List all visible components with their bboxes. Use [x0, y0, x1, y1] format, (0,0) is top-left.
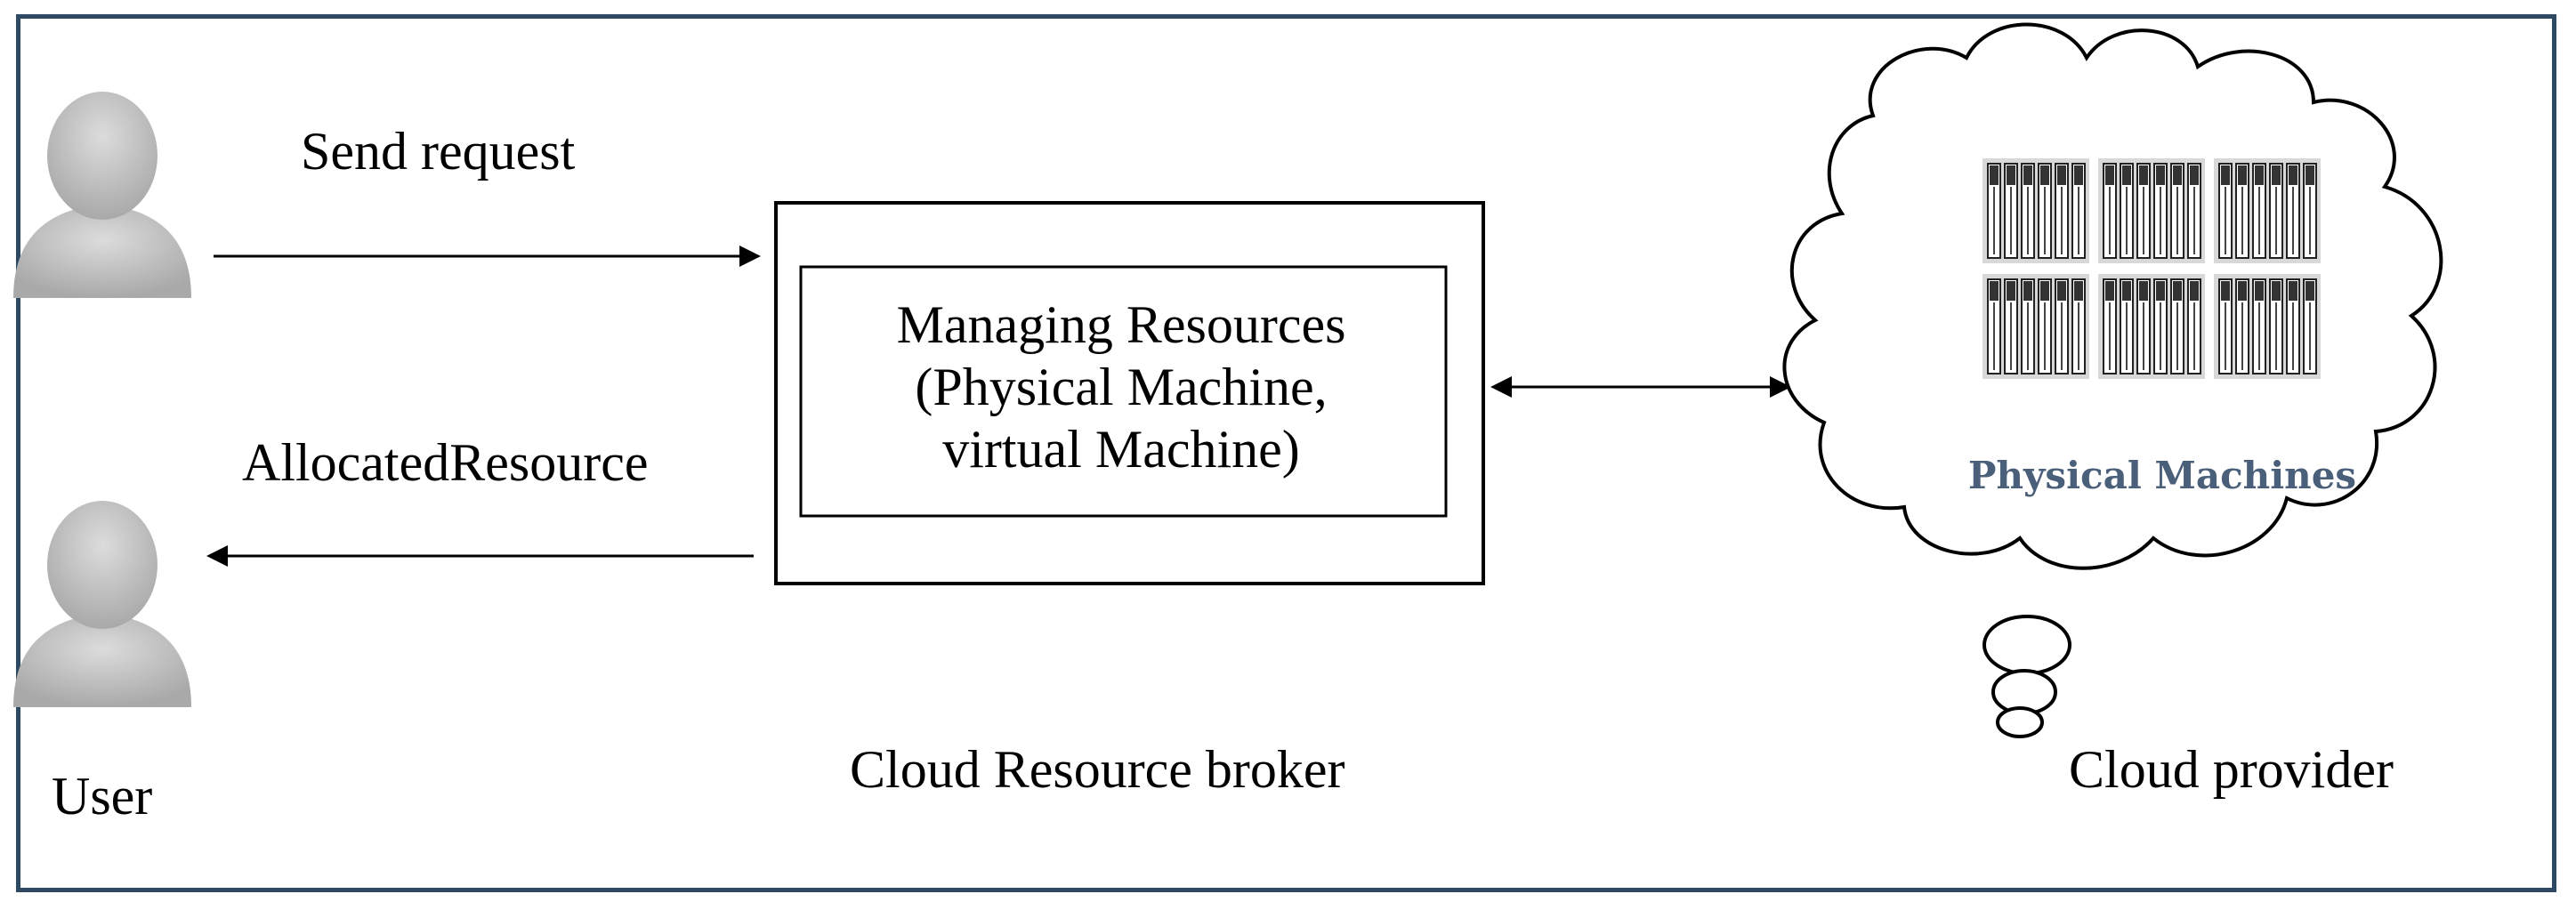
diagram-frame: [16, 14, 2556, 892]
manager-line: (Physical Machine,: [915, 358, 1328, 416]
manager-line: Managing Resources: [896, 295, 1346, 354]
provider-label: Cloud provider: [2069, 740, 2394, 799]
cloud-icon: [1782, 22, 2443, 738]
user-icon: [13, 92, 191, 298]
server-rack-icon: [1982, 274, 2089, 379]
server-rack-icon: [2214, 274, 2321, 379]
server-rack-icon: [2098, 274, 2205, 379]
send-request-label: Send request: [301, 122, 576, 181]
manager-text: Managing Resources (Physical Machine, vi…: [801, 294, 1441, 480]
broker-box: [774, 201, 1485, 585]
server-racks: [1982, 158, 2321, 379]
manager-line: virtual Machine): [942, 420, 1300, 479]
server-rack-icon: [2214, 158, 2321, 263]
broker-label: Cloud Resource broker: [850, 740, 1345, 799]
server-rack-icon: [2098, 158, 2205, 263]
server-rack-icon: [1982, 158, 2089, 263]
allocated-resource-label: AllocatedResource: [242, 433, 649, 492]
user-icon: [13, 501, 191, 707]
manager-box: [799, 265, 1448, 518]
physical-machines-label: Physical Machines: [1967, 454, 2357, 497]
user-label: User: [52, 767, 153, 825]
